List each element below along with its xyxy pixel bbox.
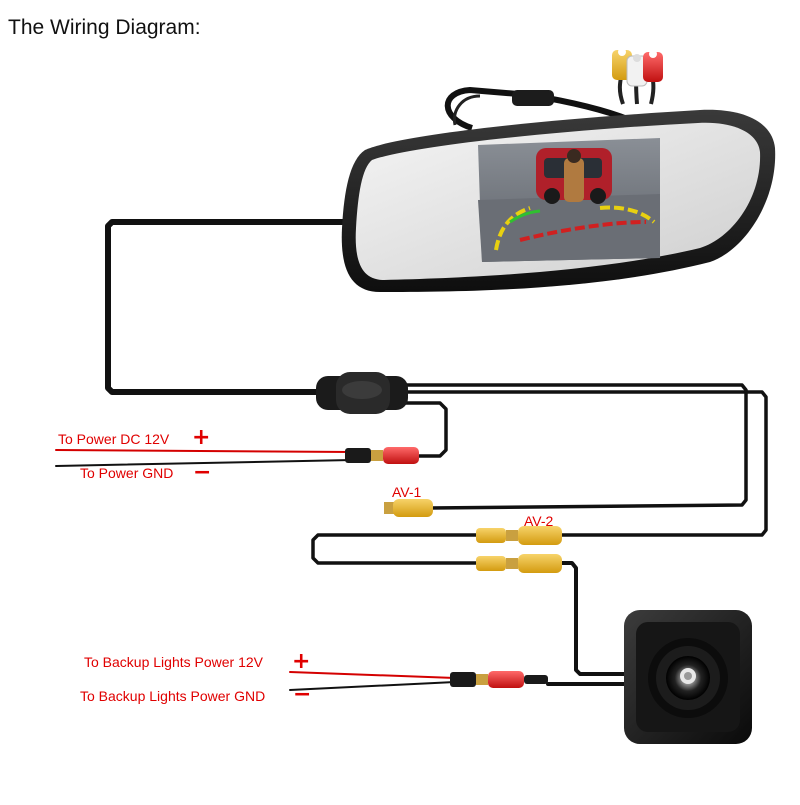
av2-loop-cable — [311, 533, 480, 565]
monitor-power-connector — [345, 447, 419, 464]
plus-sign-icon: + — [192, 425, 211, 450]
diagram-title: The Wiring Diagram: — [8, 16, 201, 39]
plus-sign-icon: + — [292, 649, 311, 674]
power-gnd-label: To Power GND — [80, 465, 174, 481]
power-junction-box — [316, 372, 408, 414]
av2-rca-connectors — [476, 526, 562, 573]
backup-gnd-label: To Backup Lights Power GND — [80, 688, 266, 704]
power-dc-label: To Power DC 12V — [58, 431, 170, 447]
camera-lead-cable — [558, 561, 630, 676]
camera-power-connector — [450, 671, 548, 688]
av2-cable — [403, 390, 768, 537]
mirror-cable — [105, 219, 348, 395]
monitor-power-leads — [55, 449, 353, 467]
av1-label: AV-1 — [392, 484, 422, 500]
black-wires — [105, 219, 768, 686]
backup-power-label: To Backup Lights Power 12V — [84, 654, 263, 670]
monitor-screen — [478, 138, 660, 262]
minus-sign-icon: − — [193, 460, 212, 485]
camera-power-leads — [289, 671, 456, 691]
av1-cable — [403, 383, 748, 510]
mirror-monitor — [341, 48, 776, 292]
power-branch-cable — [403, 401, 448, 458]
av2-label: AV-2 — [524, 513, 554, 529]
backup-camera — [624, 610, 752, 744]
mirror-rca-plugs — [612, 48, 663, 105]
av1-rca-connector — [384, 499, 433, 517]
minus-sign-icon: − — [293, 682, 312, 707]
